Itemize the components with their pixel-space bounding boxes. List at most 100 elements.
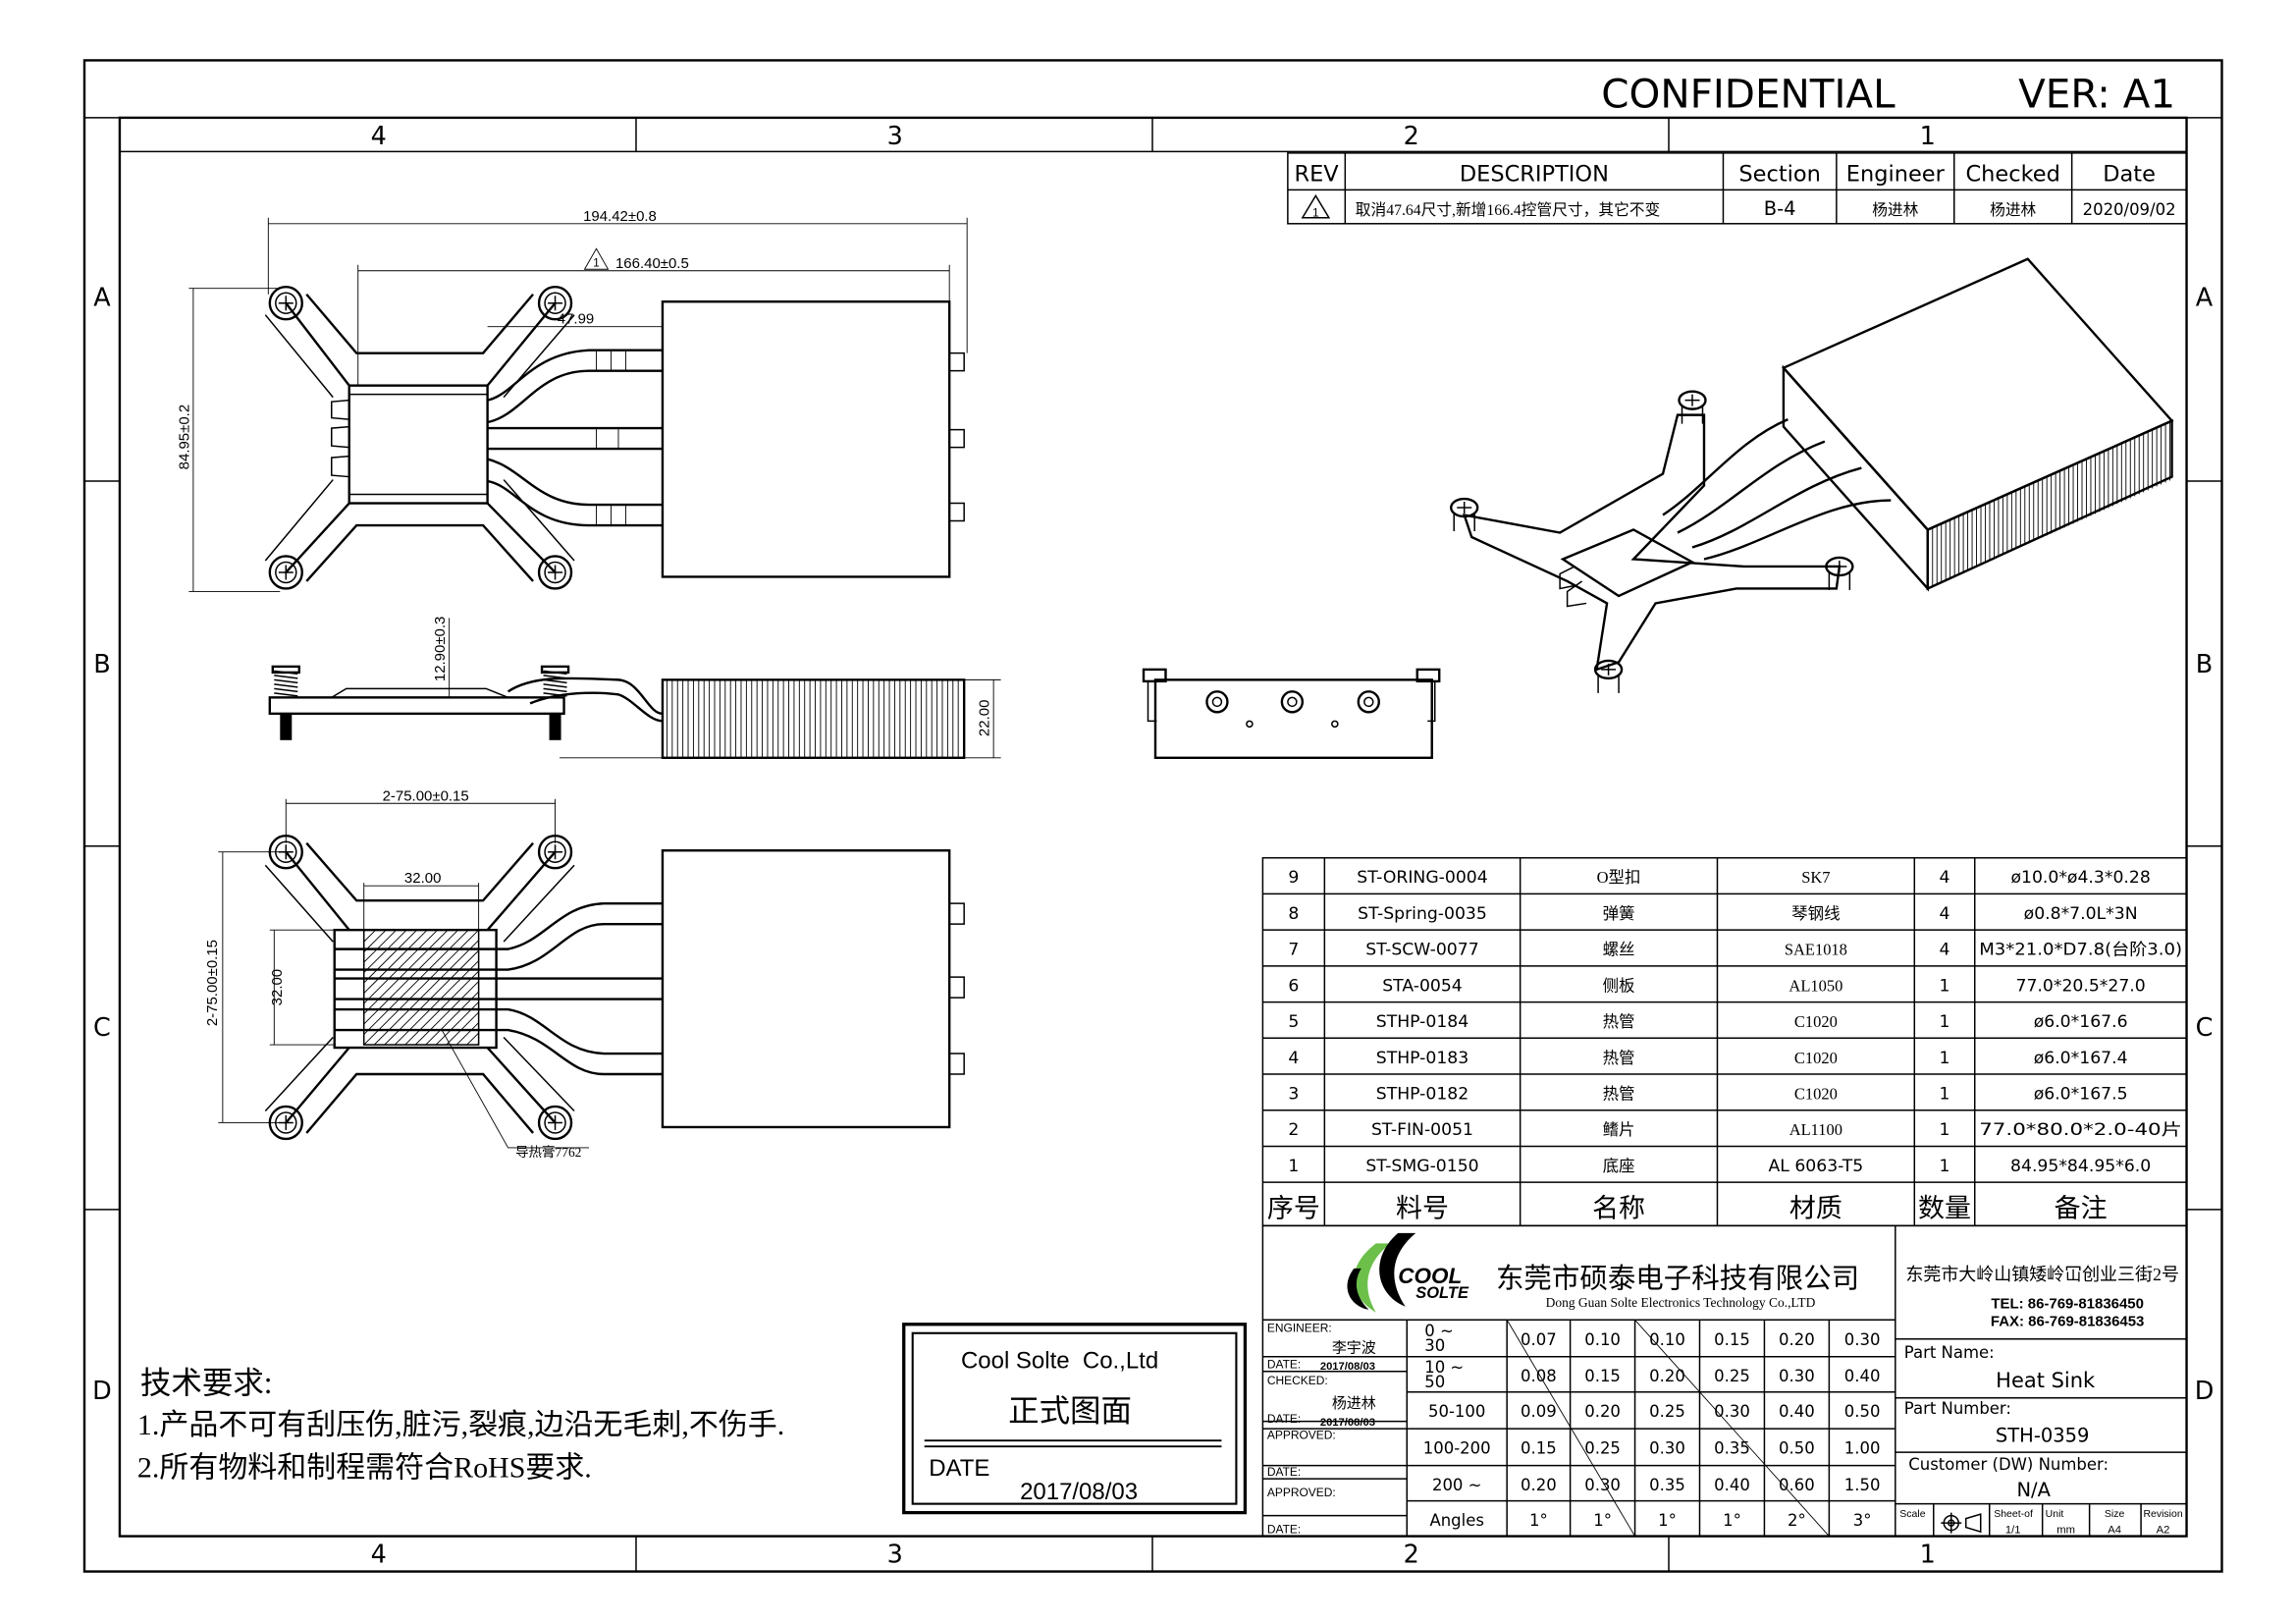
bom-header: 序号 — [1267, 1193, 1320, 1222]
tolerance-value: 1° — [1723, 1511, 1741, 1530]
bom-cell: ST-Spring-0035 — [1358, 904, 1487, 924]
part-name-label: Part Name: — [1904, 1343, 1995, 1362]
grid-row-label: C — [93, 1013, 111, 1043]
frame — [82, 59, 2223, 1573]
bom-cell: ST-FIN-0051 — [1371, 1120, 1473, 1140]
bom-cell: 8 — [1288, 904, 1299, 924]
bom-cell: 底座 — [1603, 1157, 1635, 1175]
tolerance-value: 0.25 — [1584, 1439, 1621, 1458]
size-label: Size — [2105, 1509, 2125, 1520]
grid-column-label: 4 — [371, 122, 387, 151]
revision-header: Checked — [1965, 161, 2059, 187]
tolerance-value: 0.07 — [1521, 1330, 1557, 1349]
screw-icon — [537, 1105, 573, 1141]
tolerance-value: 0.20 — [1649, 1367, 1685, 1385]
bom-header: 材质 — [1789, 1193, 1842, 1222]
technical-notes: 技术要求: 1.产品不可有刮压伤,脏污,裂痕,边沿无毛刺,不伤手. 2.所有物料… — [137, 1366, 784, 1484]
sheet-label: Sheet-of — [1994, 1509, 2033, 1520]
dim-hole-spacing-v: 2-75.00±0.15 — [204, 940, 221, 1026]
tolerance-value: 0.30 — [1779, 1367, 1815, 1385]
size-value: A4 — [2108, 1525, 2121, 1537]
grid-column-label: 2 — [1404, 122, 1419, 151]
tolerance-value: 0.20 — [1584, 1402, 1621, 1421]
company-name-cn: 东莞市硕泰电子科技有限公司 — [1496, 1263, 1859, 1294]
grid-row-label: D — [92, 1377, 112, 1406]
tolerance-value: 1.00 — [1844, 1439, 1881, 1458]
tolerance-range: 50-100 — [1428, 1402, 1485, 1421]
hatch-line — [363, 929, 428, 994]
bom-cell: 螺丝 — [1603, 941, 1635, 959]
dim-pipe-length: 166.40±0.5 — [615, 255, 689, 272]
checked-name: 杨进林 — [1332, 1395, 1376, 1412]
bom-cell: 4 — [1940, 868, 1950, 888]
tolerance-value: 0.30 — [1714, 1402, 1750, 1421]
dim-rev-mark: 1 — [593, 255, 600, 269]
bom-cell: 77.0*20.5*27.0 — [2016, 976, 2146, 996]
tolerance-value: 0.09 — [1521, 1402, 1557, 1421]
spring-icon — [540, 665, 570, 740]
bom-cell: 77.0*80.0*2.0-40片 — [1979, 1120, 2182, 1139]
bom-cell: 热管 — [1603, 1049, 1635, 1067]
svg-text:SOLTE: SOLTE — [1415, 1284, 1469, 1302]
hatch-line — [373, 940, 479, 1046]
revision-label: Revision — [2143, 1509, 2182, 1520]
dim-hole-spacing-h: 2-75.00±0.15 — [383, 787, 469, 804]
tolerance-value: 0.30 — [1844, 1330, 1881, 1349]
tolerance-range: 10 ~ — [1424, 1358, 1464, 1377]
hatch-line — [363, 929, 438, 1004]
bom-cell: AL1050 — [1789, 976, 1842, 995]
company-address: 东莞市大岭山镇矮岭冚创业三街2号 — [1905, 1265, 2179, 1284]
stamp-date: 2017/08/03 — [1020, 1479, 1138, 1505]
part-number-value: STH-0359 — [1996, 1425, 2089, 1447]
grid-column-label: 1 — [1920, 122, 1936, 151]
hatch-line — [466, 1032, 479, 1046]
bom-cell: 2 — [1288, 1120, 1299, 1140]
projection-symbol-icon — [1941, 1512, 1982, 1534]
bom-cell: ST-SMG-0150 — [1365, 1157, 1478, 1176]
bom-cell: ø0.8*7.0L*3N — [2024, 904, 2138, 924]
bom-header: 料号 — [1396, 1193, 1449, 1222]
tolerance-range: 200 ~ — [1432, 1476, 1481, 1494]
tolerance-value: 1.50 — [1844, 1476, 1881, 1494]
revision-checked: 杨进林 — [1990, 201, 2036, 219]
grid-row-label: B — [93, 650, 110, 679]
tolerance-value: 0.40 — [1714, 1476, 1750, 1494]
bom-cell: 鳍片 — [1603, 1120, 1635, 1139]
bom-cell: O型扣 — [1597, 868, 1641, 887]
approved-label-2: APPROVED: — [1267, 1486, 1336, 1499]
hatch-line — [363, 929, 479, 1046]
dim-paste-height: 32.00 — [269, 969, 286, 1005]
hatch-line — [446, 1011, 479, 1046]
approved-date-label-2: DATE: — [1267, 1523, 1301, 1537]
tolerance-range: 100-200 — [1423, 1439, 1491, 1458]
thermal-paste-label: 导热膏7762 — [515, 1144, 581, 1160]
sheet-value: 1/1 — [2005, 1525, 2021, 1537]
bom-cell: 1 — [1940, 976, 1950, 996]
note-item: 1.产品不可有刮压伤,脏污,裂痕,边沿无毛刺,不伤手. — [137, 1409, 784, 1441]
unit-label: Unit — [2046, 1509, 2064, 1520]
tolerance-value: 0.35 — [1649, 1476, 1685, 1494]
revision-engineer: 杨进林 — [1872, 201, 1918, 219]
bom-cell: 4 — [1940, 904, 1950, 924]
tolerance-value: 0.40 — [1844, 1367, 1881, 1385]
tolerance-value: 0.25 — [1714, 1367, 1750, 1385]
bom-cell: ø10.0*ø4.3*0.28 — [2010, 868, 2150, 888]
checked-label: CHECKED: — [1267, 1374, 1328, 1387]
grid-row-label: B — [2196, 650, 2213, 679]
bom-cell: 5 — [1288, 1012, 1299, 1032]
tolerance-value: 0.10 — [1584, 1330, 1621, 1349]
tolerance-value: 0.20 — [1521, 1476, 1557, 1494]
approved-date-label: DATE: — [1267, 1465, 1301, 1479]
hatch-line — [425, 991, 479, 1046]
hatch-line — [363, 929, 417, 984]
tolerance-value: 0.15 — [1584, 1367, 1621, 1385]
bom-cell: 6 — [1288, 976, 1299, 996]
